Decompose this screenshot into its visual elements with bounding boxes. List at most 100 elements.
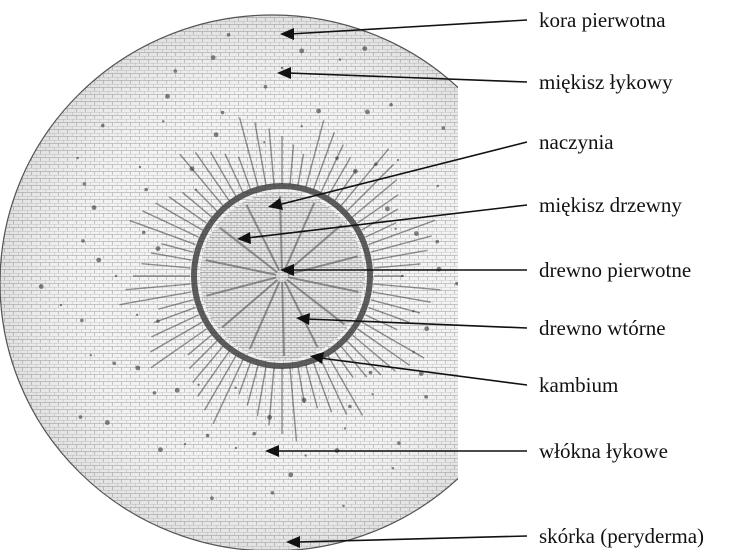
ray-line	[361, 208, 399, 231]
leader-miekisz-drzewny	[246, 204, 528, 239]
cell-cluster	[397, 441, 401, 445]
cell-cluster	[91, 205, 97, 210]
cell-cluster	[368, 370, 373, 375]
ray-line	[289, 144, 295, 185]
cell-cluster	[234, 386, 237, 389]
ray-line	[268, 128, 275, 185]
cell-cluster	[362, 46, 368, 51]
cell-cluster	[158, 447, 163, 453]
xylem-spoke	[281, 281, 285, 356]
cell-cluster	[165, 93, 170, 99]
ray-line	[368, 219, 436, 246]
leader-kora	[289, 19, 528, 35]
cell-cluster	[189, 166, 195, 172]
label-drewno-wtorne: drewno wtórne	[539, 316, 666, 340]
arrowhead-miekisz-lykowy	[277, 67, 291, 79]
ray-line	[356, 193, 399, 224]
ray-line	[372, 291, 431, 303]
ray-line	[151, 314, 199, 338]
ray-line	[155, 202, 203, 231]
xylem-spoke	[283, 280, 319, 348]
phloem-fiber-clusters	[38, 33, 515, 508]
ray-line	[187, 334, 212, 356]
label-kambium: kambium	[539, 373, 618, 397]
arrowhead-drewno-wtorne	[296, 313, 310, 325]
cell-cluster	[490, 236, 495, 241]
xylem-core	[200, 192, 364, 360]
cell-cluster	[301, 397, 307, 403]
cell-cluster	[459, 438, 464, 443]
cell-cluster	[220, 110, 225, 115]
ray-line	[297, 153, 305, 186]
cell-cluster	[371, 393, 374, 396]
arrowhead-wlokna-lykowe	[265, 445, 279, 457]
ray-line	[368, 306, 410, 323]
cell-cluster	[436, 184, 440, 188]
cell-cluster	[304, 454, 307, 457]
arrowhead-drewno-pierwotne	[280, 264, 294, 276]
label-miekisz-drzewny: miękisz drzewny	[539, 193, 682, 217]
cell-cluster	[226, 33, 231, 37]
cell-cluster	[335, 156, 339, 160]
ray-line	[289, 367, 298, 442]
cell-cluster	[435, 239, 440, 244]
cell-cluster	[338, 58, 342, 61]
ray-line	[346, 340, 382, 376]
cell-cluster	[474, 355, 476, 357]
cell-cluster	[213, 132, 219, 138]
label-naczynia: naczynia	[539, 130, 614, 154]
cell-cluster	[441, 126, 446, 130]
cell-cluster	[511, 254, 515, 258]
arrowhead-miekisz-drzewny	[237, 232, 251, 244]
xylem-spoke	[248, 281, 281, 350]
ray-line	[238, 362, 252, 395]
cell-cluster	[414, 231, 419, 237]
cell-cluster	[263, 140, 266, 144]
ray-line	[365, 222, 397, 238]
cell-cluster	[205, 433, 210, 438]
ray-line	[150, 328, 208, 369]
ray-line	[256, 366, 267, 416]
cell-cluster	[288, 472, 294, 478]
root-section-image	[0, 14, 515, 550]
cell-cluster	[96, 257, 102, 263]
cell-cluster	[394, 227, 397, 231]
ray-line	[352, 334, 396, 372]
label-skorka-peryderma: skórka (peryderma)	[539, 524, 704, 548]
cell-cluster	[412, 309, 415, 313]
ray-line	[340, 148, 390, 206]
ray-line	[237, 156, 252, 190]
cell-cluster	[76, 156, 79, 160]
arrowhead-kambium	[310, 352, 324, 364]
cell-cluster	[374, 162, 378, 166]
cell-cluster	[135, 313, 139, 317]
cell-cluster	[385, 206, 390, 212]
ray-line	[246, 364, 259, 406]
cell-cluster	[174, 387, 180, 393]
label-miekisz-lykowy: miękisz łykowy	[539, 70, 673, 94]
ray-line	[150, 252, 192, 261]
xylem-spoke	[287, 276, 359, 293]
cell-cluster	[210, 496, 214, 501]
cell-cluster	[412, 350, 415, 354]
ray-line	[209, 151, 237, 197]
ray-line	[161, 242, 194, 253]
labels: kora pierwotna miękisz łykowy naczynia m…	[539, 8, 704, 548]
cell-cluster	[135, 365, 141, 371]
xylem-spoke	[286, 278, 345, 326]
ray-line	[197, 350, 230, 397]
cell-cluster	[78, 415, 83, 419]
xylem-spoke	[205, 259, 277, 276]
ray-line	[119, 291, 192, 306]
cell-cluster	[353, 168, 358, 174]
ray-line	[129, 219, 196, 246]
ray-line	[142, 210, 199, 238]
ray-line	[195, 189, 218, 212]
ray-line	[150, 321, 203, 353]
cell-cluster	[104, 420, 110, 425]
ray-line	[224, 153, 244, 193]
arrowhead-skorka	[286, 536, 300, 548]
cell-cluster	[252, 431, 257, 436]
xylem-spoke	[283, 202, 316, 271]
cell-cluster	[194, 188, 197, 191]
